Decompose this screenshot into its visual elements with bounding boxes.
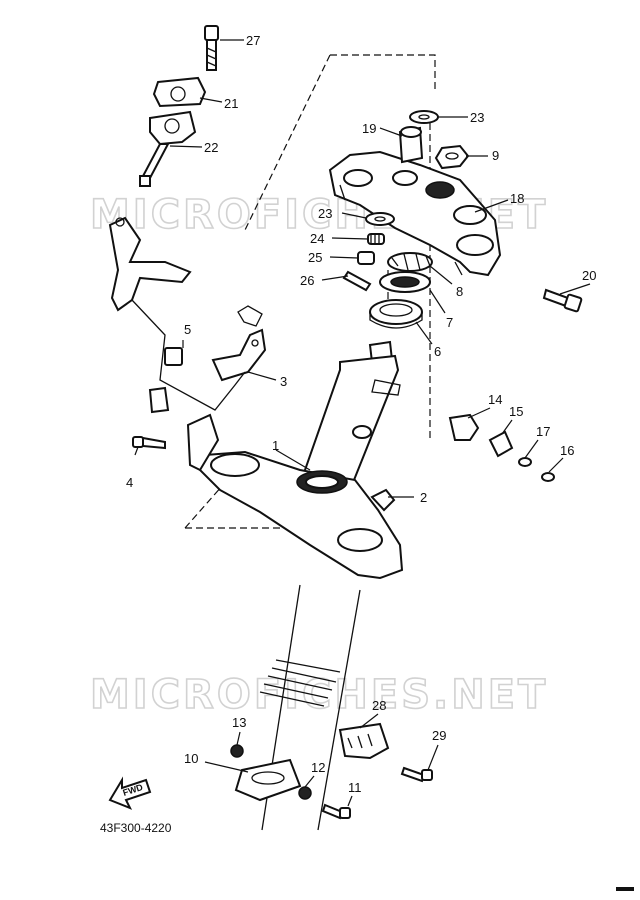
cap-25 xyxy=(357,251,375,265)
bolt-29 xyxy=(400,766,433,783)
cable-holder-2 xyxy=(370,488,396,512)
callout-2: 2 xyxy=(420,490,427,505)
callout-12: 12 xyxy=(311,760,325,775)
callout-23-top: 23 xyxy=(470,110,484,125)
callout-26: 26 xyxy=(300,273,314,288)
spring-24 xyxy=(367,233,385,245)
nut-13 xyxy=(230,744,244,758)
callout-15: 15 xyxy=(509,404,523,419)
nut-16 xyxy=(541,472,555,482)
lower-bracket xyxy=(198,450,404,580)
callout-29: 29 xyxy=(432,728,446,743)
corner-mark xyxy=(616,887,634,891)
callout-23-lower: 23 xyxy=(318,206,332,221)
collar-19 xyxy=(398,126,424,164)
bearing-1 xyxy=(296,470,348,494)
callout-1: 1 xyxy=(272,438,279,453)
washer-12 xyxy=(298,786,312,800)
headlight-stay-left xyxy=(108,216,246,414)
callout-6: 6 xyxy=(434,344,441,359)
callout-4: 4 xyxy=(126,475,133,490)
forward-arrow-icon: FWD xyxy=(108,776,152,810)
stay-3 xyxy=(211,305,267,382)
callout-3: 3 xyxy=(280,374,287,389)
leader-lines xyxy=(134,39,591,807)
callout-8: 8 xyxy=(456,284,463,299)
bolt-4 xyxy=(132,436,166,450)
callout-16: 16 xyxy=(560,443,574,458)
plate-15 xyxy=(488,430,514,458)
ring-nut-8 xyxy=(387,252,433,272)
nut-9 xyxy=(434,144,470,170)
callout-19: 19 xyxy=(362,121,376,136)
callout-10: 10 xyxy=(184,751,198,766)
callout-11: 11 xyxy=(348,780,362,795)
handlebar-holder-22 xyxy=(139,110,197,187)
handlebar-holder-cap-21 xyxy=(152,76,207,108)
callout-7: 7 xyxy=(446,315,453,330)
callout-labels: 27 21 22 23 19 9 18 23 24 25 26 8 7 6 20… xyxy=(126,33,596,795)
watermark-bottom: MICROFICHES.NET xyxy=(90,672,548,718)
washer-23-top xyxy=(409,110,439,124)
callout-22: 22 xyxy=(204,140,218,155)
washer-7 xyxy=(379,271,431,293)
bolt-27 xyxy=(204,25,219,71)
callout-25: 25 xyxy=(308,250,322,265)
washer-17 xyxy=(518,457,532,467)
callout-21: 21 xyxy=(224,96,238,111)
fork-tube xyxy=(234,584,361,831)
drawing-code: 43F300-4220 xyxy=(100,821,172,835)
guide-bracket xyxy=(186,413,220,472)
callout-18: 18 xyxy=(510,191,524,206)
washer-23-lower xyxy=(365,212,395,226)
callout-14: 14 xyxy=(488,392,502,407)
bolt-11 xyxy=(321,803,351,820)
grommet-5 xyxy=(164,347,183,366)
callout-5: 5 xyxy=(184,322,191,337)
pin-26 xyxy=(342,270,372,292)
upper-bracket-18 xyxy=(328,150,502,277)
callout-27: 27 xyxy=(246,33,260,48)
bracket-28 xyxy=(338,722,390,760)
callout-28: 28 xyxy=(372,698,386,713)
bolt-20 xyxy=(542,288,583,313)
callout-20: 20 xyxy=(582,268,596,283)
bearing-6 xyxy=(369,299,423,329)
callout-13: 13 xyxy=(232,715,246,730)
callout-24: 24 xyxy=(310,231,324,246)
callout-9: 9 xyxy=(492,148,499,163)
holder-14 xyxy=(448,413,480,441)
callout-17: 17 xyxy=(536,424,550,439)
steering-stem-shaft xyxy=(296,340,401,491)
